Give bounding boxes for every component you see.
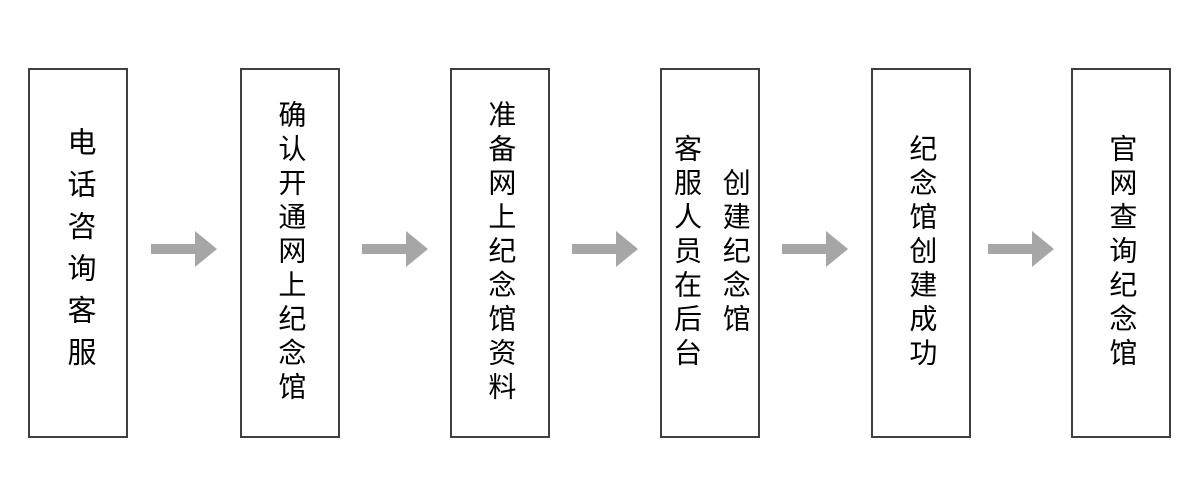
flow-step-create-success: 纪念馆创建成功 (871, 68, 971, 438)
flow-step-phone-consult: 电话咨询客服 (28, 68, 128, 438)
flow-step-label: 准备网上纪念馆资料 (485, 100, 517, 406)
flow-step-label: 确认开通网上纪念馆 (275, 100, 307, 406)
right-arrow-icon (782, 231, 848, 267)
flow-step-label: 官网查询纪念馆 (1106, 134, 1138, 372)
flow-step-prepare-materials: 准备网上纪念馆资料 (450, 68, 550, 438)
flow-step-label-line-1: 客服人员在后台 (671, 134, 702, 372)
flow-step-confirm-open: 确认开通网上纪念馆 (240, 68, 340, 438)
right-arrow-icon (572, 231, 638, 267)
flow-step-label: 电话咨询客服 (62, 127, 95, 379)
flow-step-staff-create: 客服人员在后台 创建纪念馆 (660, 68, 760, 438)
right-arrow-icon (988, 231, 1054, 267)
right-arrow-icon (151, 231, 217, 267)
flow-step-query-official-site: 官网查询纪念馆 (1071, 68, 1171, 438)
flow-step-label: 纪念馆创建成功 (906, 134, 938, 372)
right-arrow-icon (362, 231, 428, 267)
flow-step-label-line-2: 创建纪念馆 (719, 168, 751, 338)
flow-step-label-columns: 客服人员在后台 创建纪念馆 (670, 134, 751, 372)
